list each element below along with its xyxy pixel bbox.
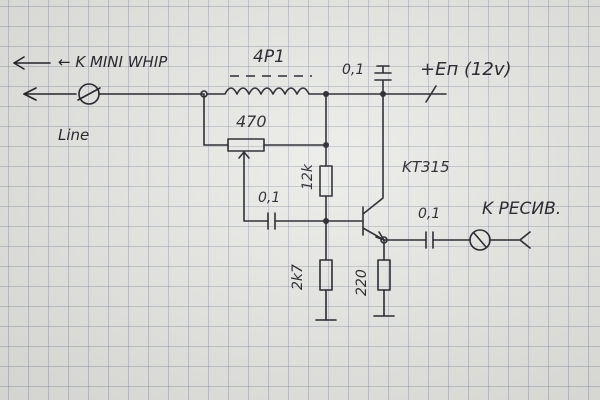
- supply-capacitor: [374, 65, 392, 95]
- input-capacitor: [267, 212, 276, 230]
- coax-connector-right-icon: [469, 229, 491, 251]
- r12k-label: 12k: [300, 163, 316, 190]
- potentiometer-470: [227, 138, 265, 152]
- pot-wiper: [238, 151, 250, 164]
- output-cap-label: 0,1: [418, 206, 440, 222]
- pot-label: 470: [236, 112, 267, 131]
- main-line-arrow: [23, 87, 37, 101]
- supply-label: +Eп (12v): [420, 59, 512, 80]
- output-capacitor: [425, 231, 434, 249]
- transistor-kt315: [362, 93, 385, 241]
- input-cap-label: 0,1: [258, 190, 280, 206]
- transistor-label: KT315: [402, 158, 450, 176]
- antenna-link-label: ← K MINI WHIP: [58, 53, 168, 71]
- line-label: Line: [58, 126, 89, 144]
- inductor-label: 4P1: [253, 47, 285, 67]
- r2k7-label: 2k7: [290, 264, 306, 290]
- r220-label: 220: [354, 269, 370, 296]
- pot-wire: [203, 93, 229, 146]
- supply-cap-label: 0,1: [342, 62, 364, 78]
- resistor-12k: [319, 165, 333, 197]
- receiver-label: K PECИВ.: [482, 199, 561, 219]
- coax-connector-left-icon: [77, 83, 101, 105]
- resistor-220: [377, 259, 391, 291]
- resistor-2k7: [319, 259, 333, 291]
- antenna-arrow: [13, 56, 51, 70]
- inductor-coil: [206, 87, 327, 95]
- supply-terminal-tick: [425, 85, 437, 103]
- wiper-to-cap: [243, 162, 269, 222]
- receiver-line-arrow: [489, 231, 531, 249]
